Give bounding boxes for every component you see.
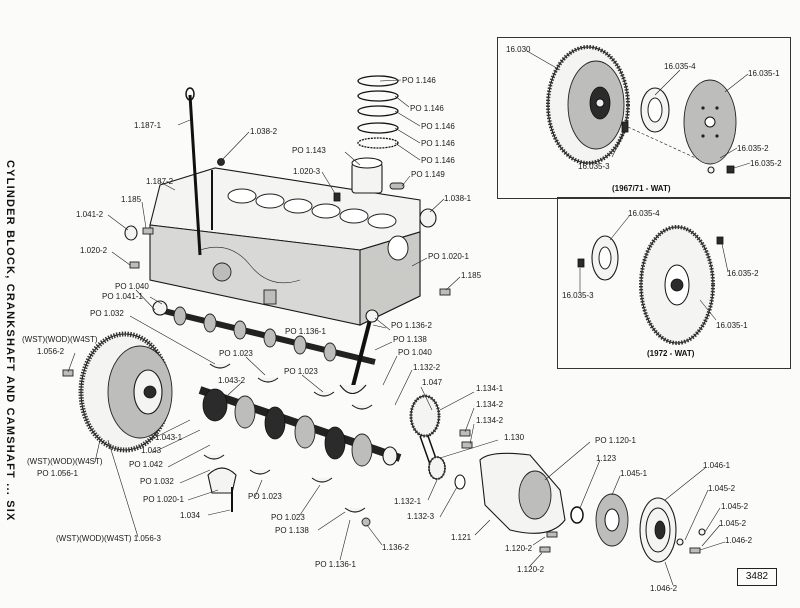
leader-lines — [67, 50, 751, 586]
label-1034: 1.034 — [180, 511, 201, 520]
label-1134-1: 1.134-1 — [476, 384, 504, 393]
label-1123: 1.123 — [596, 454, 617, 463]
label-po1020-1: PO 1.020-1 — [428, 252, 469, 261]
label-po1120-1: PO 1.120-1 — [595, 436, 636, 445]
label-po1146: PO 1.146 — [402, 76, 436, 85]
flex-plate-upper — [683, 79, 737, 165]
label-1134-2: 1.134-2 — [476, 416, 504, 425]
pulley — [639, 497, 677, 563]
label-wst: (WST)(WOD)(W4ST) — [27, 457, 103, 466]
label-16035-3: 16.035-3 — [578, 162, 610, 171]
label-1132-1: 1.132-1 — [394, 497, 422, 506]
inset-1972 — [557, 197, 791, 369]
label-1020-3: 1.020-3 — [293, 167, 321, 176]
timing-gears — [409, 394, 473, 490]
vibration-damper — [595, 493, 629, 547]
label-1043-2: 1.043-2 — [218, 376, 246, 385]
label-1185: 1.185 — [121, 195, 142, 204]
connecting-rod — [339, 309, 379, 395]
label-1121: 1.121 — [451, 533, 472, 542]
label-16035-2: 16.035-2 — [727, 269, 759, 278]
cylinder-block — [149, 167, 421, 326]
label-po1149: PO 1.149 — [411, 170, 445, 179]
label-1187-2: 1.187-2 — [146, 177, 174, 186]
label-1045-2: 1.045-2 — [721, 502, 749, 511]
label-po1023: PO 1.023 — [248, 492, 282, 501]
label-1130: 1.130 — [504, 433, 525, 442]
label-po1146: PO 1.146 — [421, 139, 455, 148]
label-1043-1: 1.043-1 — [155, 433, 183, 442]
label-1038-2: 1.038-2 — [250, 127, 278, 136]
label-1046-1: 1.046-1 — [703, 461, 731, 470]
label-1136-2: 1.136-2 — [382, 543, 410, 552]
label-po1136-2: PO 1.136-2 — [391, 321, 432, 330]
label-1132-3: 1.132-3 — [407, 512, 435, 521]
label-po1042: PO 1.042 — [129, 460, 163, 469]
label-1120-2: 1.120-2 — [505, 544, 533, 553]
piston — [351, 75, 405, 194]
label-po1138: PO 1.138 — [275, 526, 309, 535]
label-1134-2: 1.134-2 — [476, 400, 504, 409]
inset-1967-71 — [497, 37, 791, 199]
label-po1146: PO 1.146 — [421, 122, 455, 131]
label-po1138: PO 1.138 — [393, 335, 427, 344]
label-po1146: PO 1.146 — [421, 156, 455, 165]
label-1045-2: 1.045-2 — [708, 484, 736, 493]
label-po1023: PO 1.023 — [219, 349, 253, 358]
label-16035-2: 16.035-2 — [737, 144, 769, 153]
label-po1056-1: PO 1.056-1 — [37, 469, 78, 478]
label-po1143: PO 1.143 — [292, 146, 326, 155]
label-1046-2: 1.046-2 — [650, 584, 678, 593]
label-po1032: PO 1.032 — [140, 477, 174, 486]
inset-caption-1967-71: (1967/71 - WAT) — [612, 184, 671, 193]
label-16035-3: 16.035-3 — [562, 291, 594, 300]
label-po1146: PO 1.146 — [410, 104, 444, 113]
camshaft — [152, 300, 376, 365]
label-16035-2: 16.035-2 — [750, 159, 782, 168]
spacer-1972 — [591, 235, 619, 281]
label-po1041-1: PO 1.041-1 — [102, 292, 143, 301]
label-po1023: PO 1.023 — [271, 513, 305, 522]
part-labels: 16.030 16.035-4 16.035-1 16.035-2 16.035… — [22, 45, 782, 593]
label-1185: 1.185 — [461, 271, 482, 280]
label-1047: 1.047 — [422, 378, 443, 387]
label-po1020-1: PO 1.020-1 — [143, 495, 184, 504]
label-1120-2: 1.120-2 — [517, 565, 545, 574]
inset-caption-1972: (1972 - WAT) — [647, 349, 695, 358]
label-wst: (WST)(WOD)(W4ST) — [22, 335, 98, 344]
label-16030: 16.030 — [506, 45, 531, 54]
label-1045-2: 1.045-2 — [719, 519, 747, 528]
label-16035-4: 16.035-4 — [628, 209, 660, 218]
label-1043: 1.043 — [141, 446, 162, 455]
figure-number: 3482 — [737, 568, 777, 586]
label-po1023: PO 1.023 — [284, 367, 318, 376]
label-wst-1056-3: (WST)(WOD)(W4ST) 1.056-3 — [56, 534, 161, 543]
label-1046-2: 1.046-2 — [725, 536, 753, 545]
label-po1136-1: PO 1.136-1 — [285, 327, 326, 336]
label-1038-1: 1.038-1 — [444, 194, 472, 203]
label-1020-2: 1.020-2 — [80, 246, 108, 255]
label-po1136-1: PO 1.136-1 — [315, 560, 356, 569]
flywheel-1972 — [639, 225, 715, 345]
label-16035-1: 16.035-1 — [716, 321, 748, 330]
label-1132-2: 1.132-2 — [413, 363, 441, 372]
adapter-plate — [640, 87, 670, 133]
label-16035-1: 16.035-1 — [748, 69, 780, 78]
label-16035-4: 16.035-4 — [664, 62, 696, 71]
label-1045-1: 1.045-1 — [620, 469, 648, 478]
flywheel — [78, 331, 173, 453]
timing-cover — [479, 452, 584, 534]
label-po1032: PO 1.032 — [90, 309, 124, 318]
label-1041-2: 1.041-2 — [76, 210, 104, 219]
label-po1040: PO 1.040 — [115, 282, 149, 291]
label-1187-1: 1.187-1 — [134, 121, 162, 130]
label-1056-2: 1.056-2 — [37, 347, 65, 356]
label-po1040: PO 1.040 — [398, 348, 432, 357]
torque-converter — [546, 45, 630, 165]
dipstick — [185, 87, 213, 256]
crankshaft — [198, 386, 402, 467]
